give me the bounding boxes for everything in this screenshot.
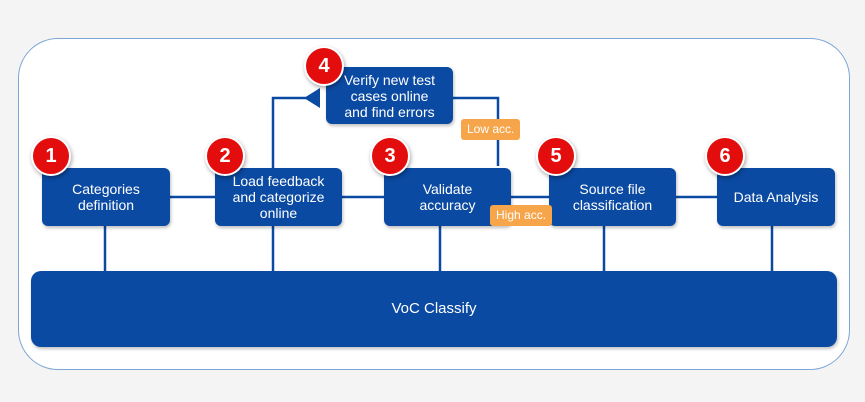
step-number-3: 3	[370, 136, 410, 176]
step-box-1: Categories definition	[42, 168, 170, 226]
high-accuracy-tag: High acc.	[490, 205, 553, 226]
step-number-6: 6	[705, 136, 745, 176]
step-number-2: 2	[205, 136, 245, 176]
step-number-4: 4	[304, 46, 344, 86]
step-number-1: 1	[31, 136, 71, 176]
step-number-5: 5	[536, 136, 576, 176]
step-box-2: Load feedback and categorize online	[215, 168, 342, 226]
platform-bar: VoC Classify	[31, 271, 837, 347]
step-box-6: Data Analysis	[717, 168, 835, 226]
step-box-3: Validate accuracy	[384, 168, 511, 226]
loop-left	[271, 96, 318, 168]
loop-right	[453, 96, 500, 166]
step-box-4: Verify new test cases online and find er…	[326, 67, 453, 124]
low-accuracy-tag: Low acc.	[461, 119, 521, 140]
loop-arrowhead	[304, 88, 320, 108]
step-box-5: Source file classification	[549, 168, 676, 226]
